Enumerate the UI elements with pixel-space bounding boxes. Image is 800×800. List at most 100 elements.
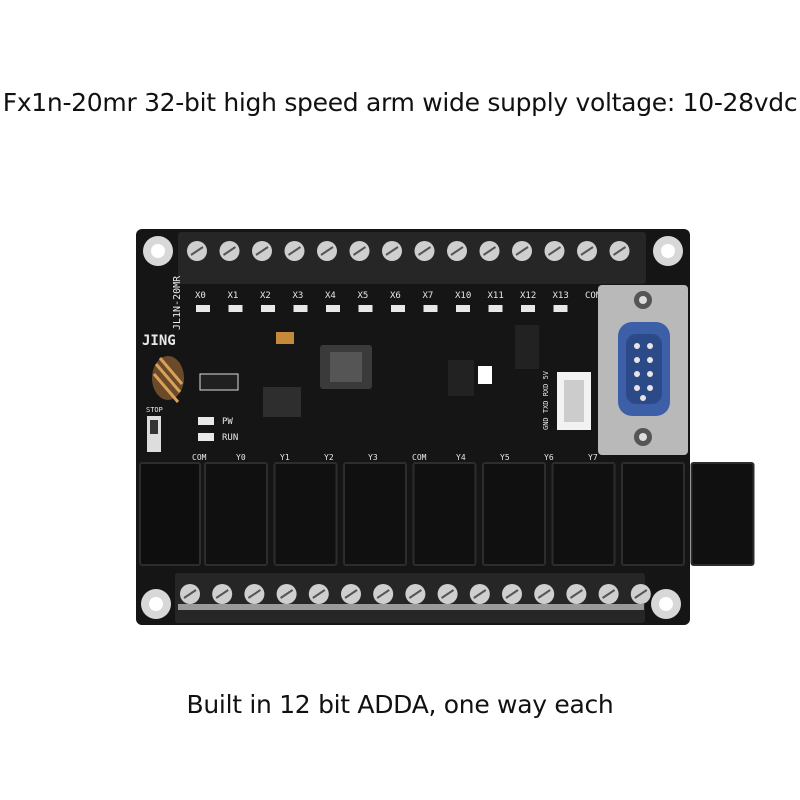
relay-row: [139, 462, 755, 566]
connector-label: GND TXD RXD 5V: [542, 370, 550, 430]
terminal-screw-bottom: [341, 584, 361, 604]
output-label: COM: [192, 453, 207, 462]
relay: [273, 462, 338, 566]
input-label: X2: [260, 291, 271, 301]
output-label: Y7: [588, 453, 598, 462]
input-label: X3: [293, 291, 304, 301]
terminal-screw-top: [479, 241, 500, 261]
terminal-screw-top: [544, 241, 565, 261]
terminal-screw-bottom: [308, 584, 329, 604]
db9-pin: [647, 343, 653, 349]
terminal-screw-bottom: [469, 584, 490, 604]
terminal-screw-bottom: [502, 584, 522, 604]
relay: [139, 462, 201, 566]
led-pw: [198, 417, 214, 425]
input-label: X1: [228, 291, 239, 301]
terminal-screw-top: [577, 241, 597, 261]
input-led: [456, 305, 470, 312]
bottom-terminal-rail: [178, 604, 644, 610]
relay: [482, 462, 546, 566]
input-led: [228, 305, 243, 312]
terminal-screw-bottom: [534, 584, 555, 604]
relay: [412, 462, 477, 566]
ic-chip: [515, 325, 539, 369]
output-label: Y4: [456, 453, 466, 462]
input-label: COM: [585, 291, 602, 301]
input-led: [293, 305, 308, 312]
voltage-regulator: [263, 387, 301, 417]
input-label: X0: [195, 291, 206, 301]
input-label: X4: [325, 291, 336, 301]
db9-pin: [640, 395, 646, 401]
brand-label: JING: [142, 333, 176, 349]
db9-pin: [634, 357, 640, 363]
terminal-screw-top: [512, 241, 532, 261]
terminal-screw-top: [284, 241, 305, 261]
mounting-hole-tl: [143, 236, 173, 266]
terminal-screw-top: [219, 241, 240, 261]
input-label: X11: [488, 291, 504, 301]
terminal-screw-bottom: [437, 584, 458, 604]
diode: [448, 360, 474, 396]
terminal-screw-bottom: [598, 584, 619, 604]
db9-pin: [647, 371, 653, 377]
output-label: Y1: [280, 453, 290, 462]
output-label: COM: [412, 453, 427, 462]
top-terminal-block: [178, 232, 646, 284]
output-label: Y3: [368, 453, 378, 462]
caption-top: Fx1n-20mr 32-bit high speed arm wide sup…: [2, 88, 798, 117]
relay: [204, 462, 268, 566]
db9-pin: [647, 357, 653, 363]
terminal-screw-top: [317, 241, 337, 261]
mounting-hole-tr: [653, 236, 683, 266]
top-terminal-screws: [187, 241, 630, 261]
input-led: [358, 305, 373, 312]
db9-pin: [634, 385, 640, 391]
input-led-row: [196, 305, 568, 312]
bottom-terminal-screws: [180, 584, 651, 604]
db9-pin: [634, 343, 640, 349]
relay: [343, 462, 407, 566]
smd-component: [199, 373, 239, 391]
capacitor: [276, 332, 294, 344]
input-label: X7: [423, 291, 434, 301]
terminal-screw-top: [187, 241, 207, 261]
output-label-row: COM Y0 Y1 Y2 Y3 COM Y4 Y5 Y6 Y7: [192, 453, 598, 462]
db9-connector: [598, 285, 688, 455]
terminal-screw-bottom: [373, 584, 394, 604]
output-label: Y2: [324, 453, 334, 462]
input-label: X12: [520, 291, 536, 301]
output-label: Y0: [236, 453, 246, 462]
input-led: [196, 305, 210, 312]
switch-label: STOP: [146, 406, 163, 414]
terminal-screw-bottom: [276, 584, 297, 604]
terminal-screw-bottom: [180, 584, 200, 604]
input-led: [261, 305, 275, 312]
output-label: Y5: [500, 453, 510, 462]
db9-pin: [647, 385, 653, 391]
terminal-screw-bottom: [212, 584, 233, 604]
led-label-pw: PW: [222, 417, 233, 427]
terminal-screw-top: [414, 241, 435, 261]
input-led: [488, 305, 503, 312]
terminal-screw-bottom: [566, 584, 587, 604]
input-label: X5: [358, 291, 369, 301]
relay: [690, 462, 755, 566]
db9-pin: [634, 371, 640, 377]
terminal-screw-bottom: [405, 584, 426, 604]
relay: [621, 462, 685, 566]
input-led: [423, 305, 438, 312]
terminal-screw-top: [349, 241, 370, 261]
terminal-screw-top: [447, 241, 467, 261]
output-label: Y6: [544, 453, 554, 462]
input-led: [521, 305, 535, 312]
mounting-hole-br: [651, 589, 681, 619]
led-label-run: RUN: [222, 433, 238, 443]
input-led: [553, 305, 568, 312]
led-run: [198, 433, 214, 441]
relay: [551, 462, 616, 566]
input-label: X13: [553, 291, 569, 301]
caption-bottom: Built in 12 bit ADDA, one way each: [186, 690, 614, 719]
